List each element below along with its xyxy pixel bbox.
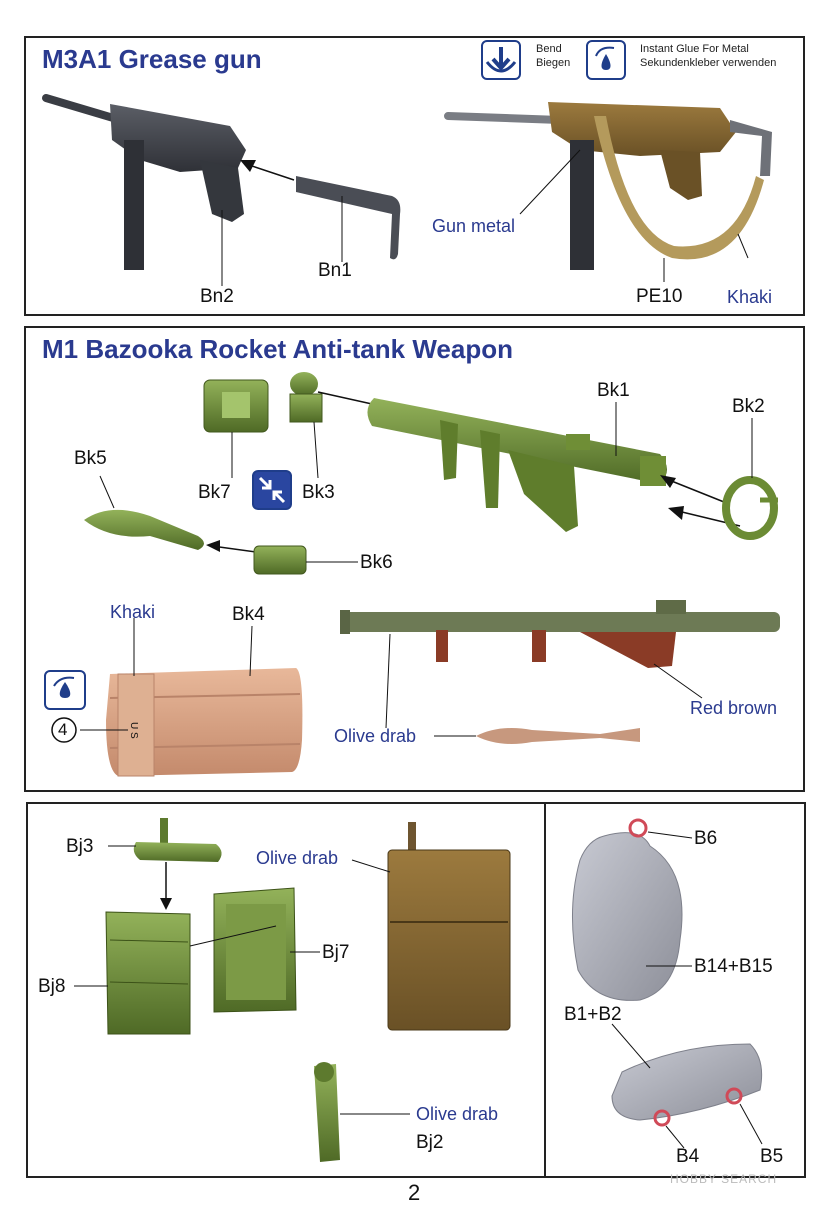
label-bj8: Bj8 [38, 976, 66, 997]
label-bk1: Bk1 [597, 380, 630, 401]
b6-leader [647, 831, 693, 839]
bazooka-title: M1 Bazooka Rocket Anti-tank Weapon [42, 334, 513, 364]
b4-leader [665, 1125, 685, 1149]
label-olive-drab: Olive drab [334, 726, 417, 746]
label-b4: B4 [676, 1146, 700, 1167]
bn1-arrow [245, 163, 295, 181]
label-b5: B5 [760, 1146, 784, 1167]
gun-metal-leader [519, 149, 581, 215]
glue-drop-icon [586, 40, 626, 80]
b1-b2-leader [611, 1023, 651, 1069]
khaki-leader [737, 233, 749, 259]
label-bj2: Bj2 [416, 1132, 444, 1153]
assembly-direction-icon [252, 470, 292, 510]
bk3-arrow [317, 391, 373, 405]
bag-part-b14-b15 [571, 832, 683, 1001]
radio-part-bj2 [314, 1062, 340, 1162]
bazooka-part-bk5 [84, 509, 204, 550]
bk2-arrow-1 [663, 477, 725, 503]
bazooka-part-bk2 [722, 476, 778, 540]
page-number: 2 [408, 1180, 421, 1205]
label-pe10: PE10 [636, 286, 683, 307]
bk3-leader [313, 421, 319, 479]
label-b6: B6 [694, 828, 718, 849]
label-khaki-bk4: Khaki [110, 602, 156, 622]
label-bn2: Bn2 [200, 286, 234, 307]
olive-drab-leader [385, 633, 391, 729]
red-brown-leader [653, 663, 703, 699]
label-us-marking: U S [128, 722, 139, 739]
bag-part-b4 [653, 1109, 671, 1127]
rocket-assembled [476, 728, 640, 744]
bazooka-part-bk7 [203, 379, 269, 433]
bazooka-part-bk6 [253, 545, 307, 575]
label-bj3: Bj3 [66, 836, 94, 857]
label-khaki: Khaki [727, 287, 773, 307]
label-bn1: Bn1 [318, 260, 352, 281]
grease-gun-part-bn2 [42, 94, 246, 270]
bag-part-b5 [725, 1087, 743, 1105]
label-bj7: Bj7 [322, 942, 350, 963]
label-decal-number: 4 [58, 720, 68, 739]
bazooka-part-bk3 [289, 372, 323, 423]
glue-drop-icon-bk4 [44, 670, 86, 710]
decal-number-circle [51, 717, 77, 743]
bk5-leader [99, 475, 115, 509]
bn1-arrow-head [240, 160, 256, 172]
label-bk5: Bk5 [74, 448, 107, 469]
bag-part-b6 [628, 818, 648, 838]
b5-leader [739, 1103, 763, 1145]
olive-drab-radio-leader [351, 859, 391, 873]
label-bk6: Bk6 [360, 552, 393, 573]
label-gun-metal: Gun metal [432, 216, 516, 236]
label-bk3: Bk3 [302, 482, 335, 503]
bazooka-part-bk4 [106, 668, 303, 777]
radio-part-bj7 [213, 887, 297, 1013]
bj7-arrow [189, 925, 277, 947]
grease-gun-part-bn1 [296, 176, 401, 260]
bag-part-b1-b2 [611, 1043, 763, 1121]
label-b1-b2: B1+B2 [564, 1004, 622, 1025]
label-olive-drab-radio: Olive drab [256, 848, 339, 868]
bazooka-part-bk1 [367, 398, 667, 532]
label-olive-drab-bj2: Olive drab [416, 1104, 499, 1124]
bend-arrow-icon [481, 40, 521, 80]
label-bk4: Bk4 [232, 604, 265, 625]
radio-part-bj8 [105, 911, 191, 1035]
grease-gun-assembled [444, 102, 772, 270]
label-bk7: Bk7 [198, 482, 231, 503]
radio-part-bj3 [133, 818, 222, 862]
grease-gun-title: M3A1 Grease gun [42, 44, 262, 74]
bk4-leader [249, 625, 253, 677]
label-red-brown: Red brown [690, 698, 778, 718]
bazooka-assembled [340, 600, 780, 668]
radio-assembled [387, 822, 511, 1031]
label-b14-b15: B14+B15 [694, 956, 773, 977]
label-bk2: Bk2 [732, 396, 765, 417]
watermark: HOBBY SEARCH [670, 1172, 778, 1186]
